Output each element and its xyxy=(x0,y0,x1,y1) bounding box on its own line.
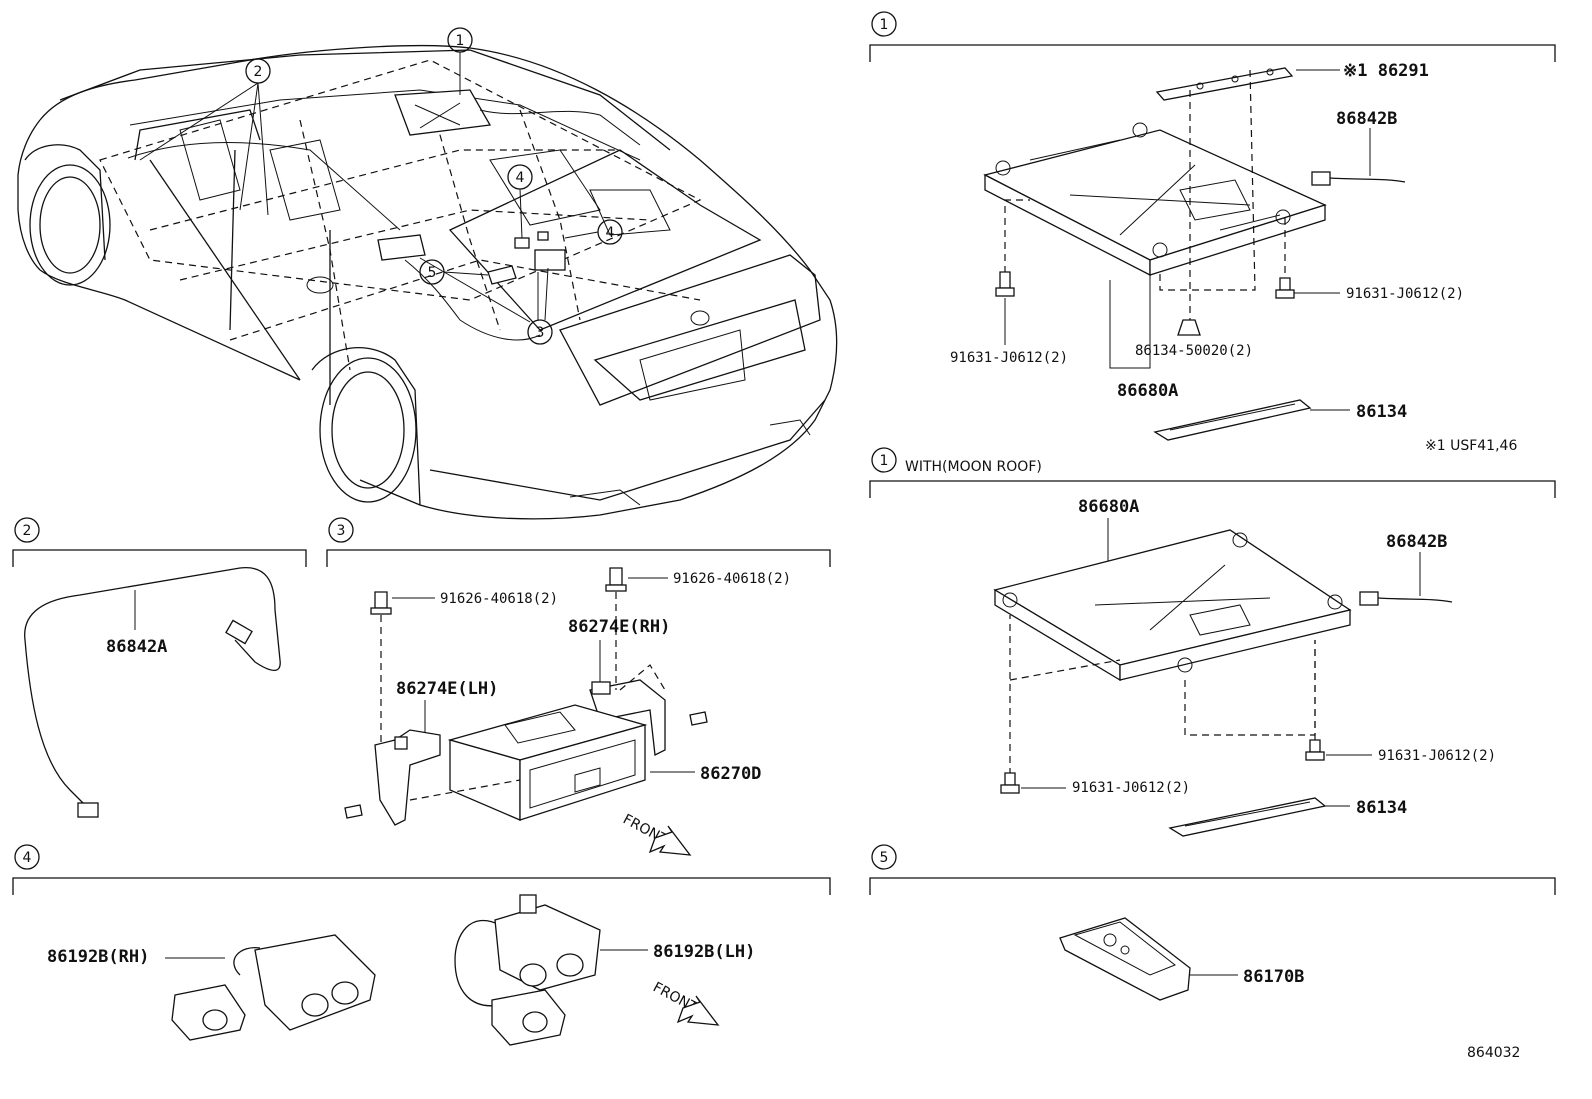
label-91626-left: 91626-40618(2) xyxy=(440,591,558,607)
label-91631-bottom-left: 91631-J0612(2) xyxy=(1072,780,1190,796)
callout-3: 3 xyxy=(536,325,545,341)
section-1-number: 1 xyxy=(880,17,889,33)
callout-5: 5 xyxy=(428,265,437,281)
label-91626-right: 91626-40618(2) xyxy=(673,571,791,587)
label-86291: ※1 86291 xyxy=(1343,61,1429,81)
section-2-number: 2 xyxy=(23,523,32,539)
label-86192b-lh: 86192B(LH) xyxy=(653,942,755,962)
section-5: 5 86170B xyxy=(869,844,1556,1001)
callout-1: 1 xyxy=(456,33,465,49)
callout-4b: 4 xyxy=(606,225,615,241)
label-86842b-top: 86842B xyxy=(1336,109,1397,129)
label-91631-top-left: 91631-J0612(2) xyxy=(950,350,1068,366)
label-86134-bottom: 86134 xyxy=(1356,798,1407,818)
label-86134-50020: 86134-50020(2) xyxy=(1135,343,1253,359)
vehicle-overview-illustration xyxy=(17,44,838,520)
section-4: 4 86192B(RH) 86192B(LH) FRONT xyxy=(12,844,831,1046)
callout-4a: 4 xyxy=(516,170,525,186)
label-86192b-rh: 86192B(RH) xyxy=(47,947,149,967)
label-91631-bottom-right: 91631-J0612(2) xyxy=(1378,748,1496,764)
vehicle-callouts: 1 2 4 4 5 3 xyxy=(139,27,623,345)
section-3-number: 3 xyxy=(337,523,346,539)
label-86680a-top: 86680A xyxy=(1117,381,1178,401)
section-1-moon-roof: 1 WITH(MOON ROOF) 86680A 86842B 91631-J0… xyxy=(869,447,1556,837)
label-86842b-bottom: 86842B xyxy=(1386,532,1447,552)
label-86134-top: 86134 xyxy=(1356,402,1407,422)
label-86170b: 86170B xyxy=(1243,967,1304,987)
footnote-usf: ※1 USF41,46 xyxy=(1425,438,1517,454)
label-86274e-rh: 86274E(RH) xyxy=(568,617,670,637)
callout-2: 2 xyxy=(254,64,263,80)
section-1b-title: WITH(MOON ROOF) xyxy=(905,459,1042,475)
section-2: 2 86842A xyxy=(12,517,307,818)
diagram-id: 864032 xyxy=(1467,1045,1520,1061)
label-86680a-bottom: 86680A xyxy=(1078,497,1139,517)
section-3: 3 91626-40618(2) 91626-40618(2) 86274E(R… xyxy=(326,517,831,856)
label-86270d: 86270D xyxy=(700,764,761,784)
label-86842a: 86842A xyxy=(106,637,167,657)
section-1b-number: 1 xyxy=(880,453,889,469)
label-86274e-lh: 86274E(LH) xyxy=(396,679,498,699)
section-1-standard: 1 ※1 86291 86842B 91631-J0612(2) 91631-J xyxy=(869,11,1556,454)
section-4-number: 4 xyxy=(23,850,32,866)
section-5-number: 5 xyxy=(880,850,889,866)
label-91631-top-right: 91631-J0612(2) xyxy=(1346,286,1464,302)
